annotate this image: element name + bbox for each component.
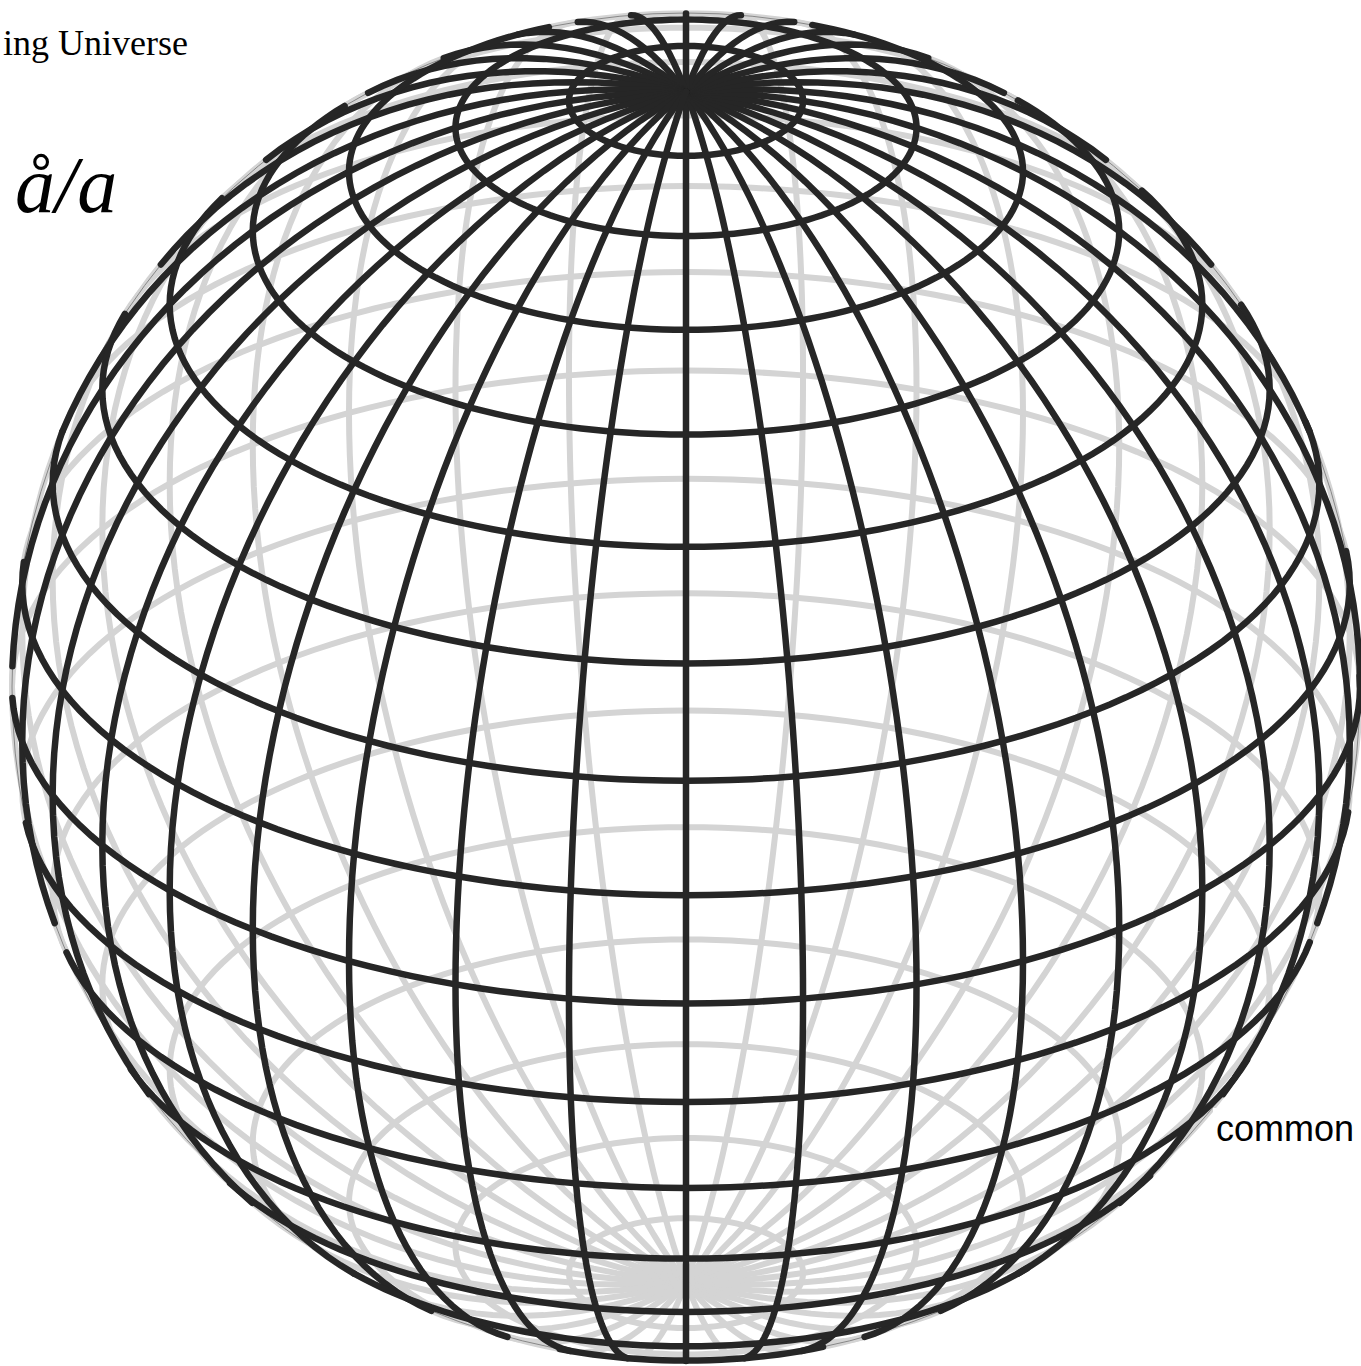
front-grid-line: [686, 82, 1211, 264]
front-grid-line: [686, 92, 1350, 923]
front-grid-line: [560, 1349, 686, 1361]
front-grid-line: [686, 305, 1270, 664]
front-grid: [12, 13, 1360, 1361]
front-grid-line: [66, 952, 686, 1188]
front-grid-line: [170, 198, 686, 547]
front-grid-line: [569, 46, 803, 156]
back-grid: [12, 13, 1360, 1361]
front-grid-line: [686, 100, 1119, 434]
front-grid-line: [686, 191, 1202, 547]
front-grid-line: [686, 1268, 1027, 1346]
front-grid-line: [686, 422, 1319, 781]
back-grid-line: [349, 35, 686, 1283]
front-grid-line: [686, 551, 1350, 895]
front-grid-line: [683, 92, 690, 1361]
front-grid-line: [569, 92, 686, 1358]
front-grid-line: [686, 92, 1202, 1274]
front-grid-line: [170, 92, 686, 1274]
front-grid-line: [230, 1183, 686, 1312]
front-grid-line: [455, 92, 686, 1351]
front-grid-line: [686, 92, 1270, 1203]
front-grid-line: [253, 92, 686, 1311]
front-grid-line: [686, 89, 1310, 431]
front-grid-line: [686, 25, 1023, 330]
sphere-outline: [12, 13, 1360, 1361]
front-grid-line: [686, 92, 1319, 1094]
front-grid-line: [455, 20, 916, 236]
front-grid-line: [686, 92, 1119, 1311]
front-grid-line: [349, 27, 686, 330]
caption-fragment: common: [1213, 1108, 1357, 1150]
front-grid-line: [686, 92, 917, 1351]
formula-label: å/a: [12, 140, 120, 231]
back-grid-line: [53, 264, 686, 1282]
front-grid-line: [53, 432, 686, 781]
front-grid-line: [253, 106, 686, 435]
heading-fragment: ing Universe: [0, 22, 191, 64]
front-grid-line: [686, 92, 1023, 1337]
front-grid-line: [686, 1176, 1150, 1312]
front-grid-line: [686, 676, 1360, 1003]
